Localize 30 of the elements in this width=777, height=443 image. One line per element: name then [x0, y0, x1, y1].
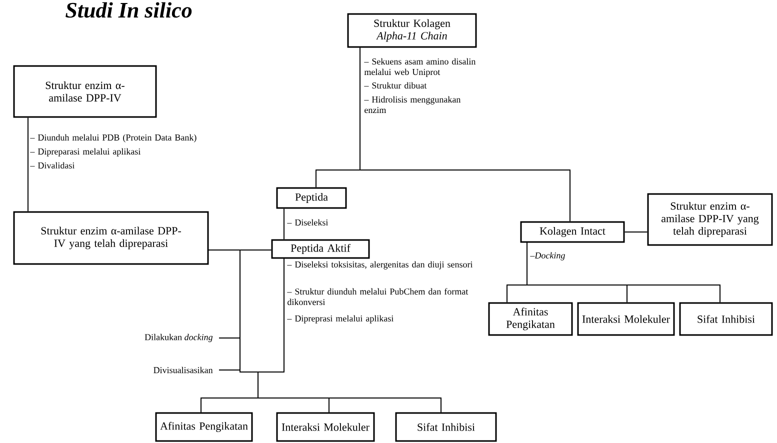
connector-line [526, 242, 720, 303]
annotation-text: – Struktur dibuat [364, 82, 427, 89]
process-box: Sifat Inhibisi [679, 302, 773, 336]
annotation-text: – Hidrolisis menggunakan enzim [364, 96, 461, 114]
process-box: Interaksi Molekuler [577, 302, 675, 336]
process-box: Struktur enzim α-amilase DPP-IV yang telah dipreparasi [647, 193, 773, 246]
title: Studi In silico [66, 2, 192, 18]
connector-line [258, 258, 442, 413]
process-box: Afinitas Pengikatan [488, 302, 573, 336]
connector-line [360, 47, 570, 222]
annotation-text: – Sekuens asam amino disalin melalui web Uniprot [364, 58, 476, 77]
process-box: Afinitas Pengikatan [155, 412, 253, 442]
annotation-text: – Diseleksi toksisitas, alergenitas dan diuji sensori [287, 261, 473, 270]
annotation-text: – Struktur diunduh melalui PubChem dan format dikonversi [287, 288, 468, 306]
annotation-text: – Dipreparasi melalui aplikasi [30, 148, 141, 156]
process-box: Interaksi Molekuler [276, 412, 375, 442]
process-box: Sifat Inhibisi [395, 412, 497, 442]
process-box: Struktur enzim α-amilase DPP-IV yang telah dipreparasi [13, 211, 209, 265]
annotation-text: – Diseleksi [287, 219, 328, 226]
annotation-text: – Divalidasi [30, 162, 75, 169]
process-box: Struktur Kolagen Alpha-11 Chain [347, 13, 477, 48]
process-box: Peptida [276, 187, 347, 209]
annotation-text: – Dipreprasi melalui aplikasi [287, 315, 394, 324]
annotation-text: Dilakukan docking [144, 334, 213, 342]
annotation-text: – Diunduh melalui PDB (Protein Data Bank) [30, 134, 196, 142]
process-box: Peptida Aktif [271, 239, 370, 259]
process-box: Kolagen Intact [520, 221, 625, 243]
process-box: Struktur enzim α-amilase DPP-IV [13, 65, 157, 118]
annotation-text: –Docking [530, 252, 565, 260]
annotation-text: Divisualisasikan [154, 366, 213, 374]
